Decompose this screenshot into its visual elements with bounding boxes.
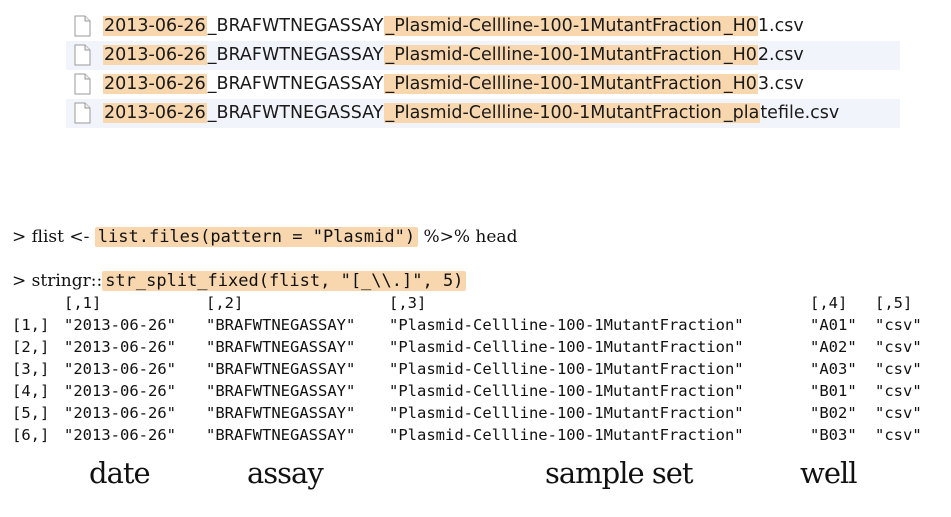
console-prompt: > stringr:: <box>12 271 103 291</box>
cell-date: "2013-06-26" <box>64 382 176 400</box>
console-prompt: > flist <- <box>12 227 95 247</box>
label-well: well <box>800 456 858 490</box>
cell-ext: "csv" <box>875 382 922 400</box>
cell-assay: "BRAFWTNEGASSAY" <box>206 426 356 444</box>
file-ext-segment: 1.csv <box>757 16 804 36</box>
column-header: [,1] <box>64 294 102 312</box>
cell-sample-set: "Plasmid-Cellline-100-1MutantFraction" <box>389 338 744 356</box>
console-command-list-files: > flist <- list.files(pattern = "Plasmid… <box>12 227 517 247</box>
cell-assay: "BRAFWTNEGASSAY" <box>206 316 356 334</box>
row-index: [1,] <box>12 316 50 334</box>
cell-ext: "csv" <box>875 360 922 378</box>
file-date-segment: 2013-06-26 <box>103 45 207 65</box>
cell-date: "2013-06-26" <box>64 426 176 444</box>
cell-date: "2013-06-26" <box>64 316 176 334</box>
file-sample-segment: _Plasmid-Cellline-100-1MutantFraction <box>384 103 723 123</box>
cell-sample-set: "Plasmid-Cellline-100-1MutantFraction" <box>389 360 744 378</box>
row-index: [3,] <box>12 360 50 378</box>
file-assay-segment: _BRAFWTNEGASSAY <box>207 45 384 65</box>
cell-assay: "BRAFWTNEGASSAY" <box>206 382 356 400</box>
cell-ext: "csv" <box>875 316 922 334</box>
column-header: [,4] <box>810 294 848 312</box>
column-labels: date assay sample set well <box>0 456 951 500</box>
file-date-segment: 2013-06-26 <box>103 103 207 123</box>
cell-sample-set: "Plasmid-Cellline-100-1MutantFraction" <box>389 316 744 334</box>
row-index: [6,] <box>12 426 50 444</box>
cell-ext: "csv" <box>875 338 922 356</box>
file-well-segment: _pla <box>722 103 761 123</box>
console-command-split: > stringr::str_split_fixed(flist, "[_\\.… <box>12 271 467 291</box>
label-assay: assay <box>247 456 324 490</box>
cell-sample-set: "Plasmid-Cellline-100-1MutantFraction" <box>389 404 744 422</box>
cell-ext: "csv" <box>875 404 922 422</box>
document-icon <box>74 102 91 124</box>
console-code-rest: %>% head <box>418 227 518 247</box>
file-well-segment: _H0 <box>722 16 758 36</box>
document-icon <box>74 15 91 37</box>
file-sample-segment: _Plasmid-Cellline-100-1MutantFraction <box>384 74 723 94</box>
cell-well: "B03" <box>810 426 857 444</box>
cell-well: "B01" <box>810 382 857 400</box>
file-ext-segment: 3.csv <box>757 74 804 94</box>
console-code-highlight: str_split_fixed(flist, "[_\\.]", 5) <box>102 271 467 291</box>
cell-assay: "BRAFWTNEGASSAY" <box>206 360 356 378</box>
file-row[interactable]: 2013-06-26 _BRAFWTNEGASSAY _Plasmid-Cell… <box>66 41 900 70</box>
cell-sample-set: "Plasmid-Cellline-100-1MutantFraction" <box>389 426 744 444</box>
file-date-segment: 2013-06-26 <box>103 74 207 94</box>
file-date-segment: 2013-06-26 <box>103 16 207 36</box>
document-icon <box>74 73 91 95</box>
cell-well: "A03" <box>810 360 857 378</box>
file-name: 2013-06-26 _BRAFWTNEGASSAY _Plasmid-Cell… <box>103 16 804 36</box>
document-icon <box>74 44 91 66</box>
label-date: date <box>89 456 151 490</box>
column-header: [,3] <box>389 294 427 312</box>
file-name: 2013-06-26 _BRAFWTNEGASSAY _Plasmid-Cell… <box>103 74 804 94</box>
cell-well: "B02" <box>810 404 857 422</box>
file-ext-segment: tefile.csv <box>760 103 840 123</box>
file-sample-segment: _Plasmid-Cellline-100-1MutantFraction <box>384 16 723 36</box>
cell-date: "2013-06-26" <box>64 338 176 356</box>
file-row[interactable]: 2013-06-26 _BRAFWTNEGASSAY _Plasmid-Cell… <box>66 12 900 41</box>
file-name: 2013-06-26 _BRAFWTNEGASSAY _Plasmid-Cell… <box>103 45 804 65</box>
cell-ext: "csv" <box>875 426 922 444</box>
cell-date: "2013-06-26" <box>64 360 176 378</box>
cell-well: "A02" <box>810 338 857 356</box>
file-assay-segment: _BRAFWTNEGASSAY <box>207 103 384 123</box>
cell-assay: "BRAFWTNEGASSAY" <box>206 338 356 356</box>
cell-well: "A01" <box>810 316 857 334</box>
cell-assay: "BRAFWTNEGASSAY" <box>206 404 356 422</box>
cell-sample-set: "Plasmid-Cellline-100-1MutantFraction" <box>389 382 744 400</box>
console-code-highlight: list.files(pattern = "Plasmid") <box>94 227 419 247</box>
file-row[interactable]: 2013-06-26 _BRAFWTNEGASSAY _Plasmid-Cell… <box>66 70 900 99</box>
file-sample-segment: _Plasmid-Cellline-100-1MutantFraction <box>384 45 723 65</box>
row-index: [4,] <box>12 382 50 400</box>
file-row[interactable]: 2013-06-26 _BRAFWTNEGASSAY _Plasmid-Cell… <box>66 99 900 128</box>
column-header: [,2] <box>206 294 244 312</box>
file-assay-segment: _BRAFWTNEGASSAY <box>207 74 384 94</box>
label-sample-set: sample set <box>545 456 694 490</box>
cell-date: "2013-06-26" <box>64 404 176 422</box>
file-name: 2013-06-26 _BRAFWTNEGASSAY _Plasmid-Cell… <box>103 103 839 123</box>
file-well-segment: _H0 <box>722 45 758 65</box>
row-index: [2,] <box>12 338 50 356</box>
column-header: [,5] <box>875 294 913 312</box>
file-list: 2013-06-26 _BRAFWTNEGASSAY _Plasmid-Cell… <box>66 12 900 128</box>
file-well-segment: _H0 <box>722 74 758 94</box>
file-assay-segment: _BRAFWTNEGASSAY <box>207 16 384 36</box>
file-ext-segment: 2.csv <box>757 45 804 65</box>
row-index: [5,] <box>12 404 50 422</box>
